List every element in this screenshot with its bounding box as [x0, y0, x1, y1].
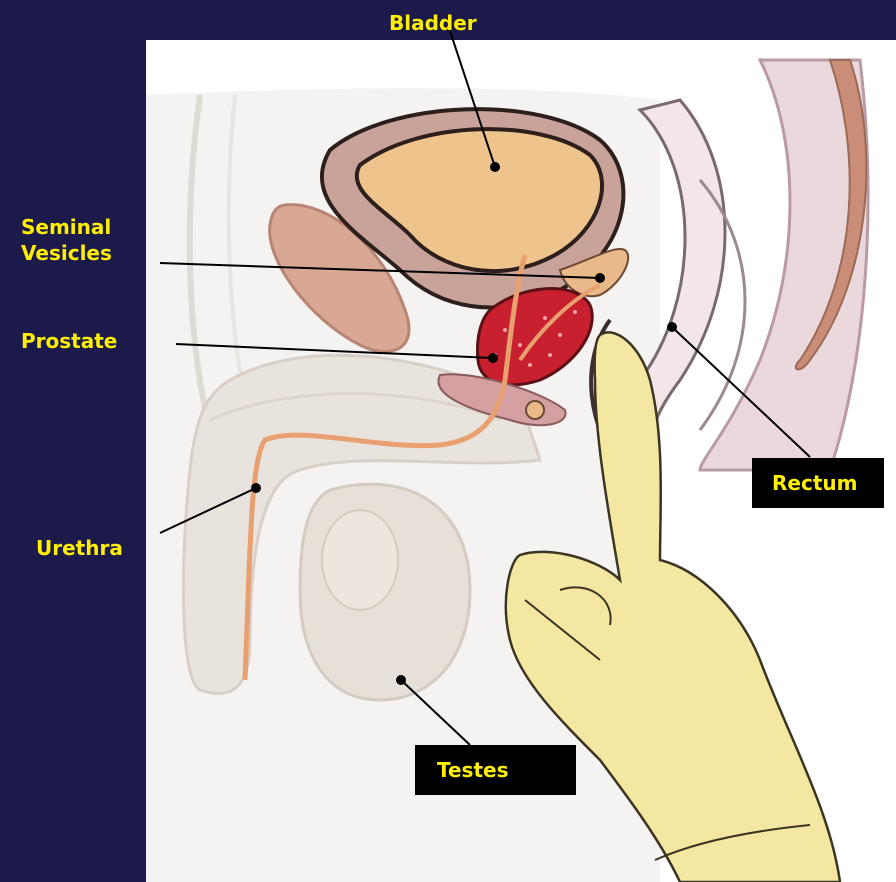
testis: [322, 510, 398, 610]
label-prostate: Prostate: [21, 328, 117, 354]
label-rectum: Rectum: [752, 458, 884, 508]
label-urethra: Urethra: [36, 535, 123, 561]
label-seminal-vesicles: Seminal Vesicles: [21, 214, 112, 266]
label-testes: Testes: [415, 745, 576, 795]
label-bladder: Bladder: [389, 10, 477, 36]
label-rectum-text: Rectum: [772, 471, 857, 495]
bulbourethral-gland: [526, 401, 544, 419]
label-testes-text: Testes: [437, 758, 508, 782]
